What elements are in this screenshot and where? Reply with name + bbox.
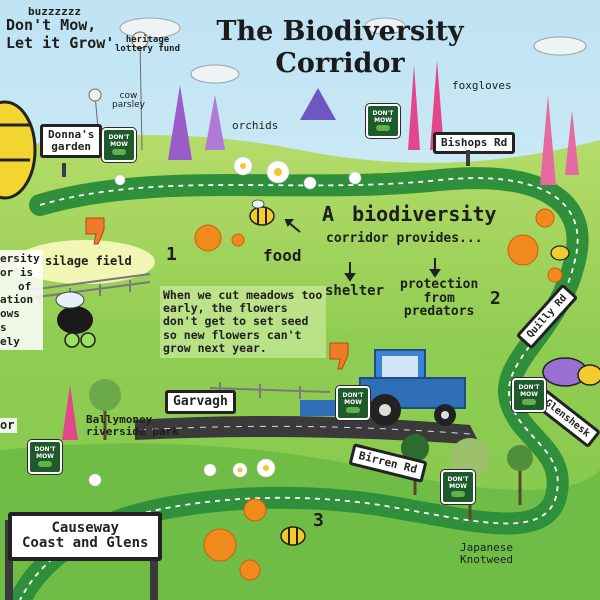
- marker-2: 2: [490, 288, 501, 309]
- corridor-protection: protection from predators: [400, 278, 478, 319]
- badge-line2: MOW: [374, 116, 392, 124]
- ballymoney-label: Ballymoney riverside park: [86, 414, 179, 437]
- silage-field-label: silage field: [45, 254, 132, 268]
- corridor-subheading: corridor provides...: [326, 231, 483, 246]
- badge-line1: DON'T: [518, 384, 540, 392]
- badge-line1: DON'T: [447, 476, 469, 484]
- slogan: buzzzzzz Don't Mow, Let it Grow': [6, 6, 114, 52]
- cow-parsley-line2: parsley: [112, 100, 145, 111]
- protection-line2: from: [423, 290, 455, 306]
- sign-donnas-garden: Donna's garden: [40, 124, 103, 159]
- arrow-icon: [284, 219, 441, 282]
- title-line2: Corridor: [275, 48, 405, 80]
- fly-icon: [55, 291, 96, 348]
- marker-1: 1: [166, 244, 177, 265]
- badge-line1: DON'T: [372, 110, 394, 118]
- badge-line2: MOW: [449, 482, 467, 490]
- sign-garvagh: Garvagh: [165, 390, 236, 415]
- badge-line2: MOW: [344, 398, 362, 406]
- japanese-knotweed-label: Japanese Knotweed: [460, 542, 513, 565]
- meadow-note: When we cut meadows too early, the flowe…: [160, 286, 326, 359]
- thumbs-down-icon: [85, 217, 349, 370]
- left-partial-text: ersity or is of ation ows s ely: [0, 250, 43, 351]
- ballymoney-line2: riverside park: [86, 424, 179, 438]
- cow-parsley-label: cow parsley: [112, 91, 145, 111]
- bee-icon: [249, 199, 570, 546]
- large-bee-icon: [0, 100, 37, 200]
- funder-logo: heritage lottery fund: [115, 35, 181, 55]
- marigold-icon: [194, 208, 563, 581]
- sign-bishops-rd: Bishops Rd: [433, 132, 516, 155]
- region-line2: Coast and Glens: [22, 535, 149, 552]
- ballymoney-line1: Ballymoney: [86, 413, 153, 426]
- badge-line1: DON'T: [34, 446, 56, 454]
- partial-l4: ation: [0, 293, 34, 307]
- partial-l8: or: [0, 418, 18, 433]
- partial-l5: ows: [0, 307, 20, 320]
- partial-l2: or is: [0, 265, 34, 279]
- badge-line1: DON'T: [342, 392, 364, 400]
- partial-l1: ersity: [0, 252, 40, 265]
- cow-parsley-line1: cow: [119, 91, 138, 101]
- funder-line2: lottery fund: [115, 44, 181, 55]
- partial-l6: s: [0, 320, 7, 334]
- corridor-path: [9, 167, 589, 600]
- tree-icon: [89, 379, 533, 520]
- badge-line2: MOW: [110, 140, 128, 148]
- region-line1: Causeway: [51, 520, 119, 536]
- badge-line2: MOW: [36, 452, 54, 460]
- slogan-line3: Let it Grow': [6, 34, 115, 53]
- foxgloves-label: foxgloves: [452, 79, 512, 92]
- donnas-garden-line2: garden: [51, 140, 92, 154]
- funder-line1: heritage: [125, 35, 170, 45]
- corridor-food: food: [263, 246, 302, 265]
- corridor-shelter: shelter: [325, 283, 385, 299]
- corridor-heading-a: A: [322, 202, 335, 226]
- sign-causeway-coast-glens: Causeway Coast and Glens: [8, 512, 163, 561]
- badge-line2: MOW: [520, 390, 538, 398]
- fence: [29, 273, 331, 399]
- cow-parsley-icon: [88, 31, 149, 151]
- partial-l7: ely: [0, 334, 20, 348]
- protection-line1: protection: [400, 277, 479, 292]
- partial-l3: of: [18, 279, 32, 293]
- corridor-heading: A biodiversity: [322, 204, 497, 225]
- marker-3: 3: [313, 510, 324, 531]
- knotweed-line2: Knotweed: [460, 552, 513, 566]
- title-line1: The Biodiversity: [216, 16, 464, 47]
- butterfly-icon: [542, 357, 600, 387]
- protection-line3: predators: [403, 304, 475, 320]
- slogan-line2: Don't Mow,: [6, 15, 97, 34]
- corridor-heading-b: biodiversity: [352, 202, 497, 226]
- cloud-icon: [119, 17, 587, 84]
- donnas-garden-line1: Donna's: [48, 128, 95, 141]
- knotweed-line1: Japanese: [460, 541, 513, 554]
- foxglove-icon: [62, 60, 579, 440]
- page-title: The Biodiversity Corridor: [210, 16, 470, 80]
- orchids-label: orchids: [232, 119, 279, 132]
- badge-line1: DON'T: [108, 134, 130, 142]
- slogan-buzz: buzzzzzz: [28, 5, 81, 18]
- orchid-icon: [168, 85, 336, 160]
